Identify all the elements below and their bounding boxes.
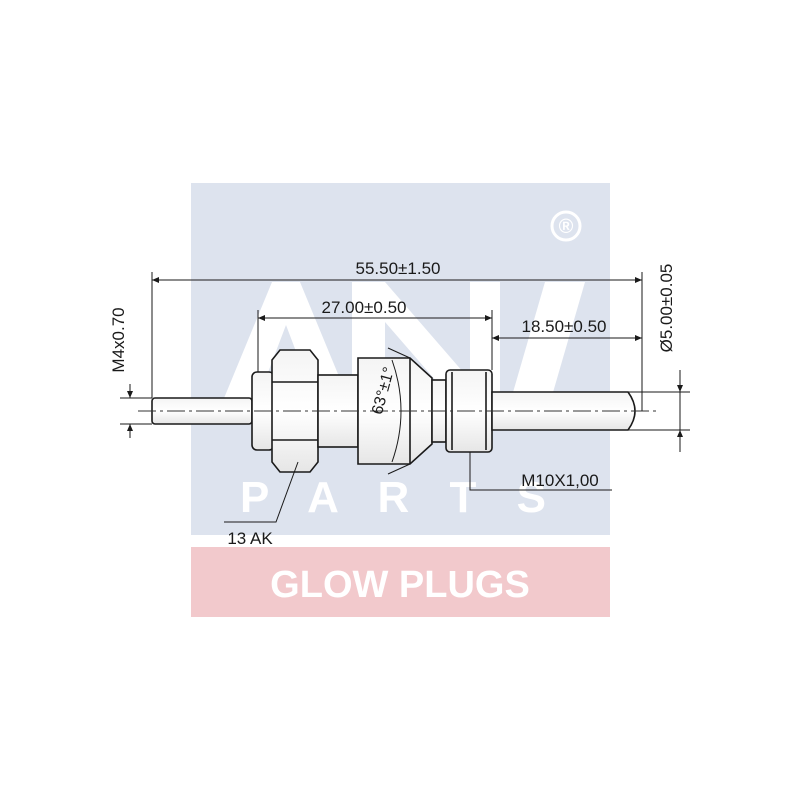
leader-thread xyxy=(469,452,612,491)
registered-mark-circle xyxy=(550,210,582,242)
banner-text: GLOW PLUGS xyxy=(270,564,530,606)
angle-arc xyxy=(391,359,402,463)
label-overall-length: 55.50±1.50 xyxy=(356,259,441,278)
label-hex-size: 13 AK xyxy=(227,529,273,548)
dimension-lines xyxy=(120,272,690,523)
angle-leader-top xyxy=(387,347,411,359)
label-terminal-thread: M4x0.70 xyxy=(109,307,128,372)
registered-mark: ® xyxy=(559,216,574,238)
label-tip-length: 18.50±0.50 xyxy=(522,317,607,336)
watermark: ® P A R T S GLOW PLUGS xyxy=(191,183,610,617)
angle-leader-bottom xyxy=(387,463,411,475)
parts-text: P A R T S xyxy=(240,473,560,522)
label-body-length: 27.00±0.50 xyxy=(322,298,407,317)
leader-hex xyxy=(224,461,299,523)
label-body-thread: M10X1,00 xyxy=(521,471,599,490)
label-tip-diameter: Ø5.00±0.05 xyxy=(657,264,676,353)
banner xyxy=(191,547,610,617)
